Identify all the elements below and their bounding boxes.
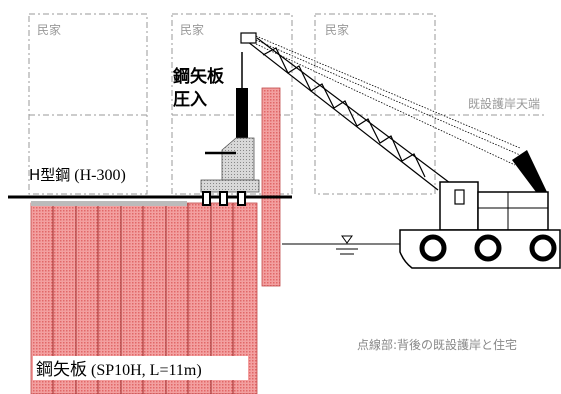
barge	[399, 229, 561, 269]
existing-houses-dashed	[28, 13, 545, 195]
house-label-right: 民家	[325, 22, 349, 37]
press-in-label-line2: 圧入	[173, 90, 207, 110]
sheet-pile-label: 鋼矢板 (SP10H, L=11m)	[36, 360, 202, 380]
seawall-top-label: 既設護岸天端	[468, 96, 540, 111]
house-label-left: 民家	[37, 22, 61, 37]
crane-lines	[255, 35, 521, 166]
house-label-center: 民家	[180, 22, 204, 37]
crane-boom	[240, 32, 451, 191]
sheet-pile-being-pressed	[261, 87, 281, 287]
water-level	[282, 235, 400, 255]
house-center-outline	[171, 13, 293, 195]
house-left-outline	[28, 13, 148, 195]
h-beam	[31, 201, 187, 206]
crawler-crane	[439, 150, 549, 231]
press-in-label-line1: 鋼矢板	[172, 66, 225, 87]
press-in-machine	[200, 52, 260, 206]
house-right-outline	[314, 13, 436, 195]
h-beam-label: H型鋼 (H-300)	[29, 166, 126, 184]
dotted-line-note: 点線部:背後の既設護岸と住宅	[357, 337, 517, 352]
sheet-pile-label-background	[33, 356, 248, 380]
